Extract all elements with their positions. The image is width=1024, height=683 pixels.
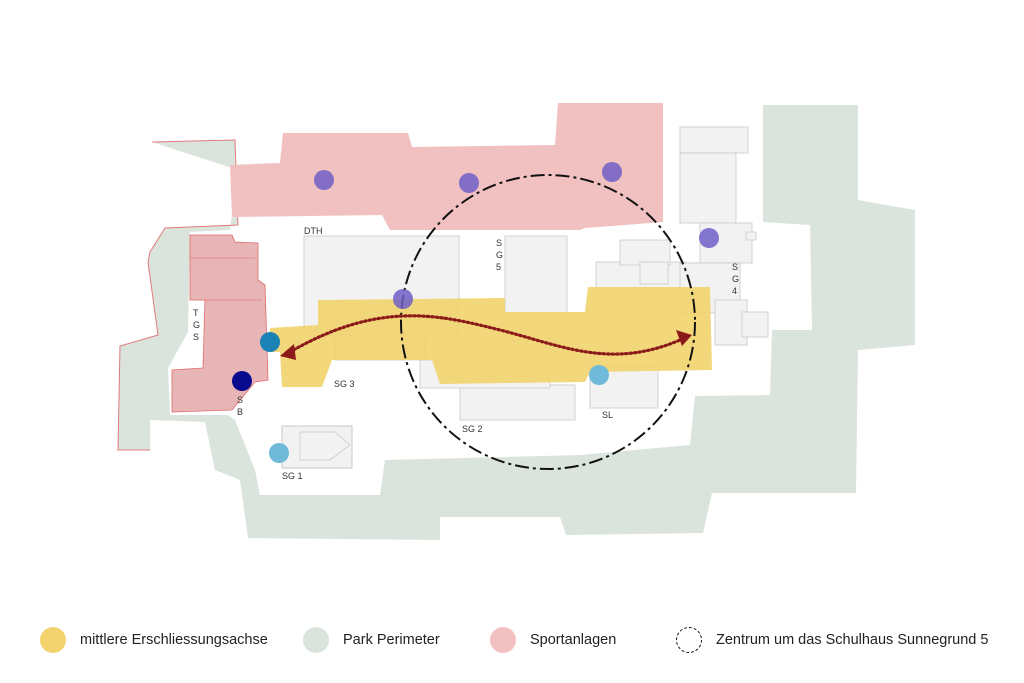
legend-label-park: Park Perimeter (343, 632, 440, 648)
label-sg1: SG 1 (282, 471, 303, 481)
label-tgs-1: T (193, 308, 199, 318)
legend-swatch-sport (490, 627, 516, 653)
marker-purple-5 (393, 289, 413, 309)
label-sg5-1: S (496, 238, 502, 248)
label-sg5-2: G (496, 250, 503, 260)
label-sg4-3: 4 (732, 286, 737, 296)
legend: mittlere Erschliessungsachse Park Perime… (0, 620, 1024, 660)
axis-double-arrow (280, 314, 692, 360)
legend-swatch-centre (676, 627, 702, 653)
marker-lightblue-1 (589, 365, 609, 385)
label-sg2: SG 2 (462, 424, 483, 434)
legend-item-centre: Zentrum um das Schulhaus Sunnegrund 5 (676, 620, 988, 660)
marker-teal (260, 332, 280, 352)
legend-swatch-park (303, 627, 329, 653)
label-sg3: SG 3 (334, 379, 355, 389)
legend-swatch-axis (40, 627, 66, 653)
label-sl: SL (602, 410, 613, 420)
marker-navy (232, 371, 252, 391)
central-access-axis (268, 287, 712, 387)
building-labels: DTH S G 5 S G 4 T G S S B SG 3 SG 2 SL S… (193, 226, 739, 481)
label-dth: DTH (304, 226, 323, 236)
label-sg4-1: S (732, 262, 738, 272)
label-sb-1: S (237, 395, 243, 405)
marker-purple-2 (459, 173, 479, 193)
school-centre-circle (400, 174, 696, 470)
site-plan-diagram: DTH S G 5 S G 4 T G S S B SG 3 SG 2 SL S… (117, 103, 915, 540)
label-tgs-2: G (193, 320, 200, 330)
legend-label-axis: mittlere Erschliessungsachse (80, 632, 268, 648)
marker-purple-3 (602, 162, 622, 182)
legend-item-sport: Sportanlagen (490, 620, 616, 660)
legend-item-axis: mittlere Erschliessungsachse (40, 620, 268, 660)
label-sg5-3: 5 (496, 262, 501, 272)
marker-purple-4 (699, 228, 719, 248)
legend-label-centre: Zentrum um das Schulhaus Sunnegrund 5 (716, 632, 989, 648)
label-sg4-2: G (732, 274, 739, 284)
point-markers (232, 162, 719, 463)
marker-purple-1 (314, 170, 334, 190)
sport-areas (171, 103, 663, 413)
label-tgs-3: S (193, 332, 199, 342)
legend-item-park: Park Perimeter (303, 620, 440, 660)
legend-label-sport: Sportanlagen (530, 632, 617, 648)
marker-lightblue-2 (269, 443, 289, 463)
label-sb-2: B (237, 407, 243, 417)
